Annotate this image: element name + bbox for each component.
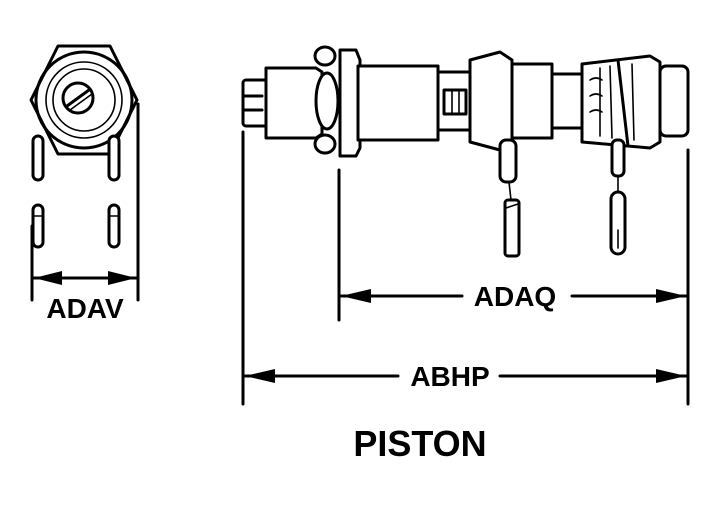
terminal-one-upper [498,138,518,184]
terminal-one-lower [503,198,521,258]
side-view-spring-clip [616,58,630,148]
end-view-outer-ring [34,50,134,150]
end-view-mid-ring [45,61,123,139]
end-view-inner-ring [52,68,116,132]
side-view: ADAQ ABHP [241,45,690,406]
end-view-pin-left-upper [31,134,45,182]
adav-arrow-right [108,271,136,285]
adav-label: ADAV [46,293,124,324]
adaq-arrow-right [656,289,686,303]
drawing-title: PISTON [353,423,486,464]
side-view-spring-housing [580,54,662,150]
side-view-right-cap [658,64,690,138]
end-view: ADAV [29,44,140,324]
end-view-pin-left-lower [31,203,45,249]
end-view-knob-slot [65,88,91,108]
end-view-pin-right-lower [107,203,121,249]
adaq-arrow-left [341,289,371,303]
side-view-main-body [356,64,440,142]
adaq-label: ADAQ [474,281,556,312]
adav-arrow-left [34,271,62,285]
side-view-nut-lobe-mid [314,71,340,131]
terminal-two-upper [610,138,626,178]
side-view-collar [468,50,514,152]
side-view-nut-lobe-bottom [313,133,337,155]
side-view-nut-lobe-top [313,45,337,67]
end-view-pin-right-upper [107,134,121,182]
side-view-threaded-section [264,66,324,140]
abhp-arrow-left [245,369,275,383]
side-view-window [442,88,468,116]
side-view-end-cap [241,78,269,128]
abhp-arrow-right [656,369,686,383]
abhp-label: ABHP [410,361,489,392]
side-view-barrel [510,62,554,140]
side-view-flange [338,48,362,158]
